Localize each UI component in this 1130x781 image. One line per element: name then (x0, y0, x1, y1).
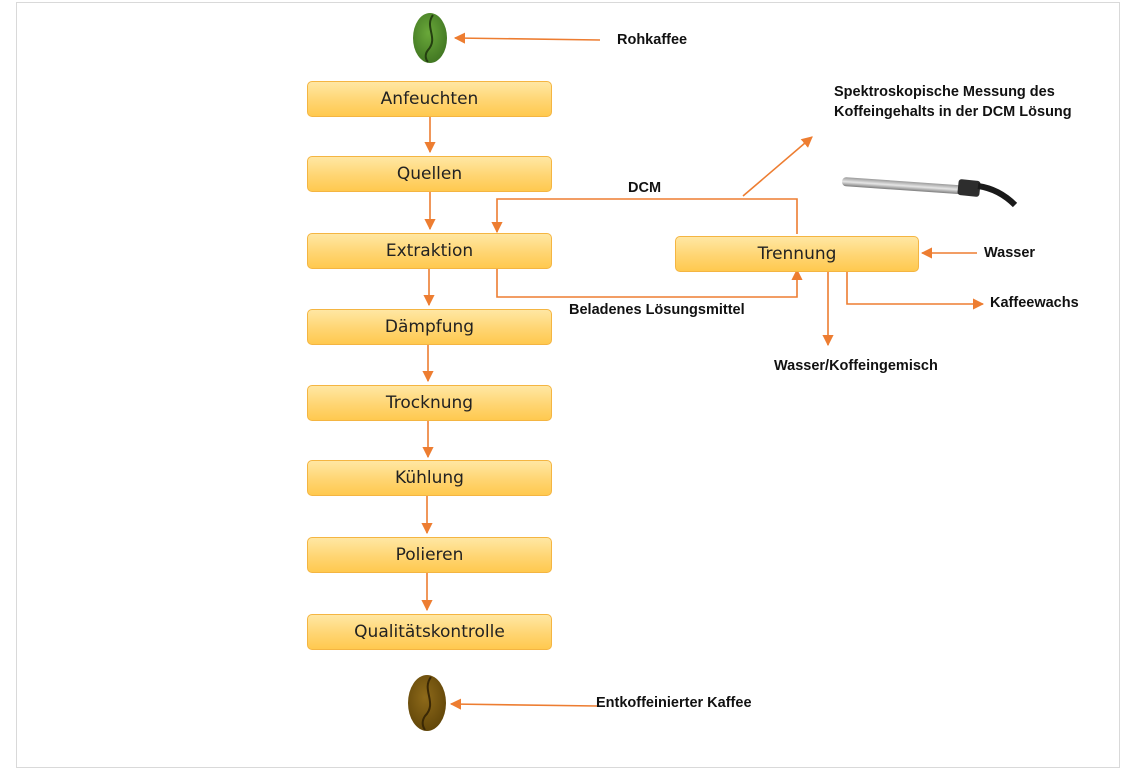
decaf-coffee-bean-icon (408, 675, 446, 731)
step-extraktion: Extraktion (307, 233, 552, 269)
step-quellen: Quellen (307, 156, 552, 192)
label-rohkaffee: Rohkaffee (617, 32, 688, 48)
spectroscopy-probe-icon (842, 177, 1018, 208)
label-water-caffeine-mixture: Wasser/Koffeingemisch (774, 358, 938, 374)
step-daempfung: Dämpfung (307, 309, 552, 345)
label-entkoffeinierter-kaffee: Entkoffeinierter Kaffee (596, 695, 752, 711)
arrow-decaf-coffee (449, 698, 598, 710)
arrow-wax-out (846, 272, 985, 310)
arrow-loaded-solvent (496, 266, 803, 298)
step-polieren: Polieren (307, 537, 552, 573)
diagram-frame (16, 2, 1120, 768)
step-anfeuchten: Anfeuchten (307, 81, 552, 117)
step-qualitaetskontrolle: Qualitätskontrolle (307, 614, 552, 650)
label-kaffeewachs: Kaffeewachs (990, 295, 1079, 311)
arrow-measurement (742, 136, 813, 197)
step-kuehlung: Kühlung (307, 460, 552, 496)
step-trennung: Trennung (675, 236, 919, 272)
arrow-dcm-return (491, 198, 798, 234)
label-dcm: DCM (628, 180, 662, 196)
arrow-raw-coffee (453, 32, 601, 44)
raw-coffee-bean-icon (413, 13, 447, 63)
step-trocknung: Trocknung (307, 385, 552, 421)
label-spectroscopic-measurement: Spektroskopische Messung des Koffeingeha… (834, 84, 1072, 120)
label-wasser: Wasser (984, 245, 1036, 261)
label-loaded-solvent: Beladenes Lösungsmittel (569, 302, 745, 318)
